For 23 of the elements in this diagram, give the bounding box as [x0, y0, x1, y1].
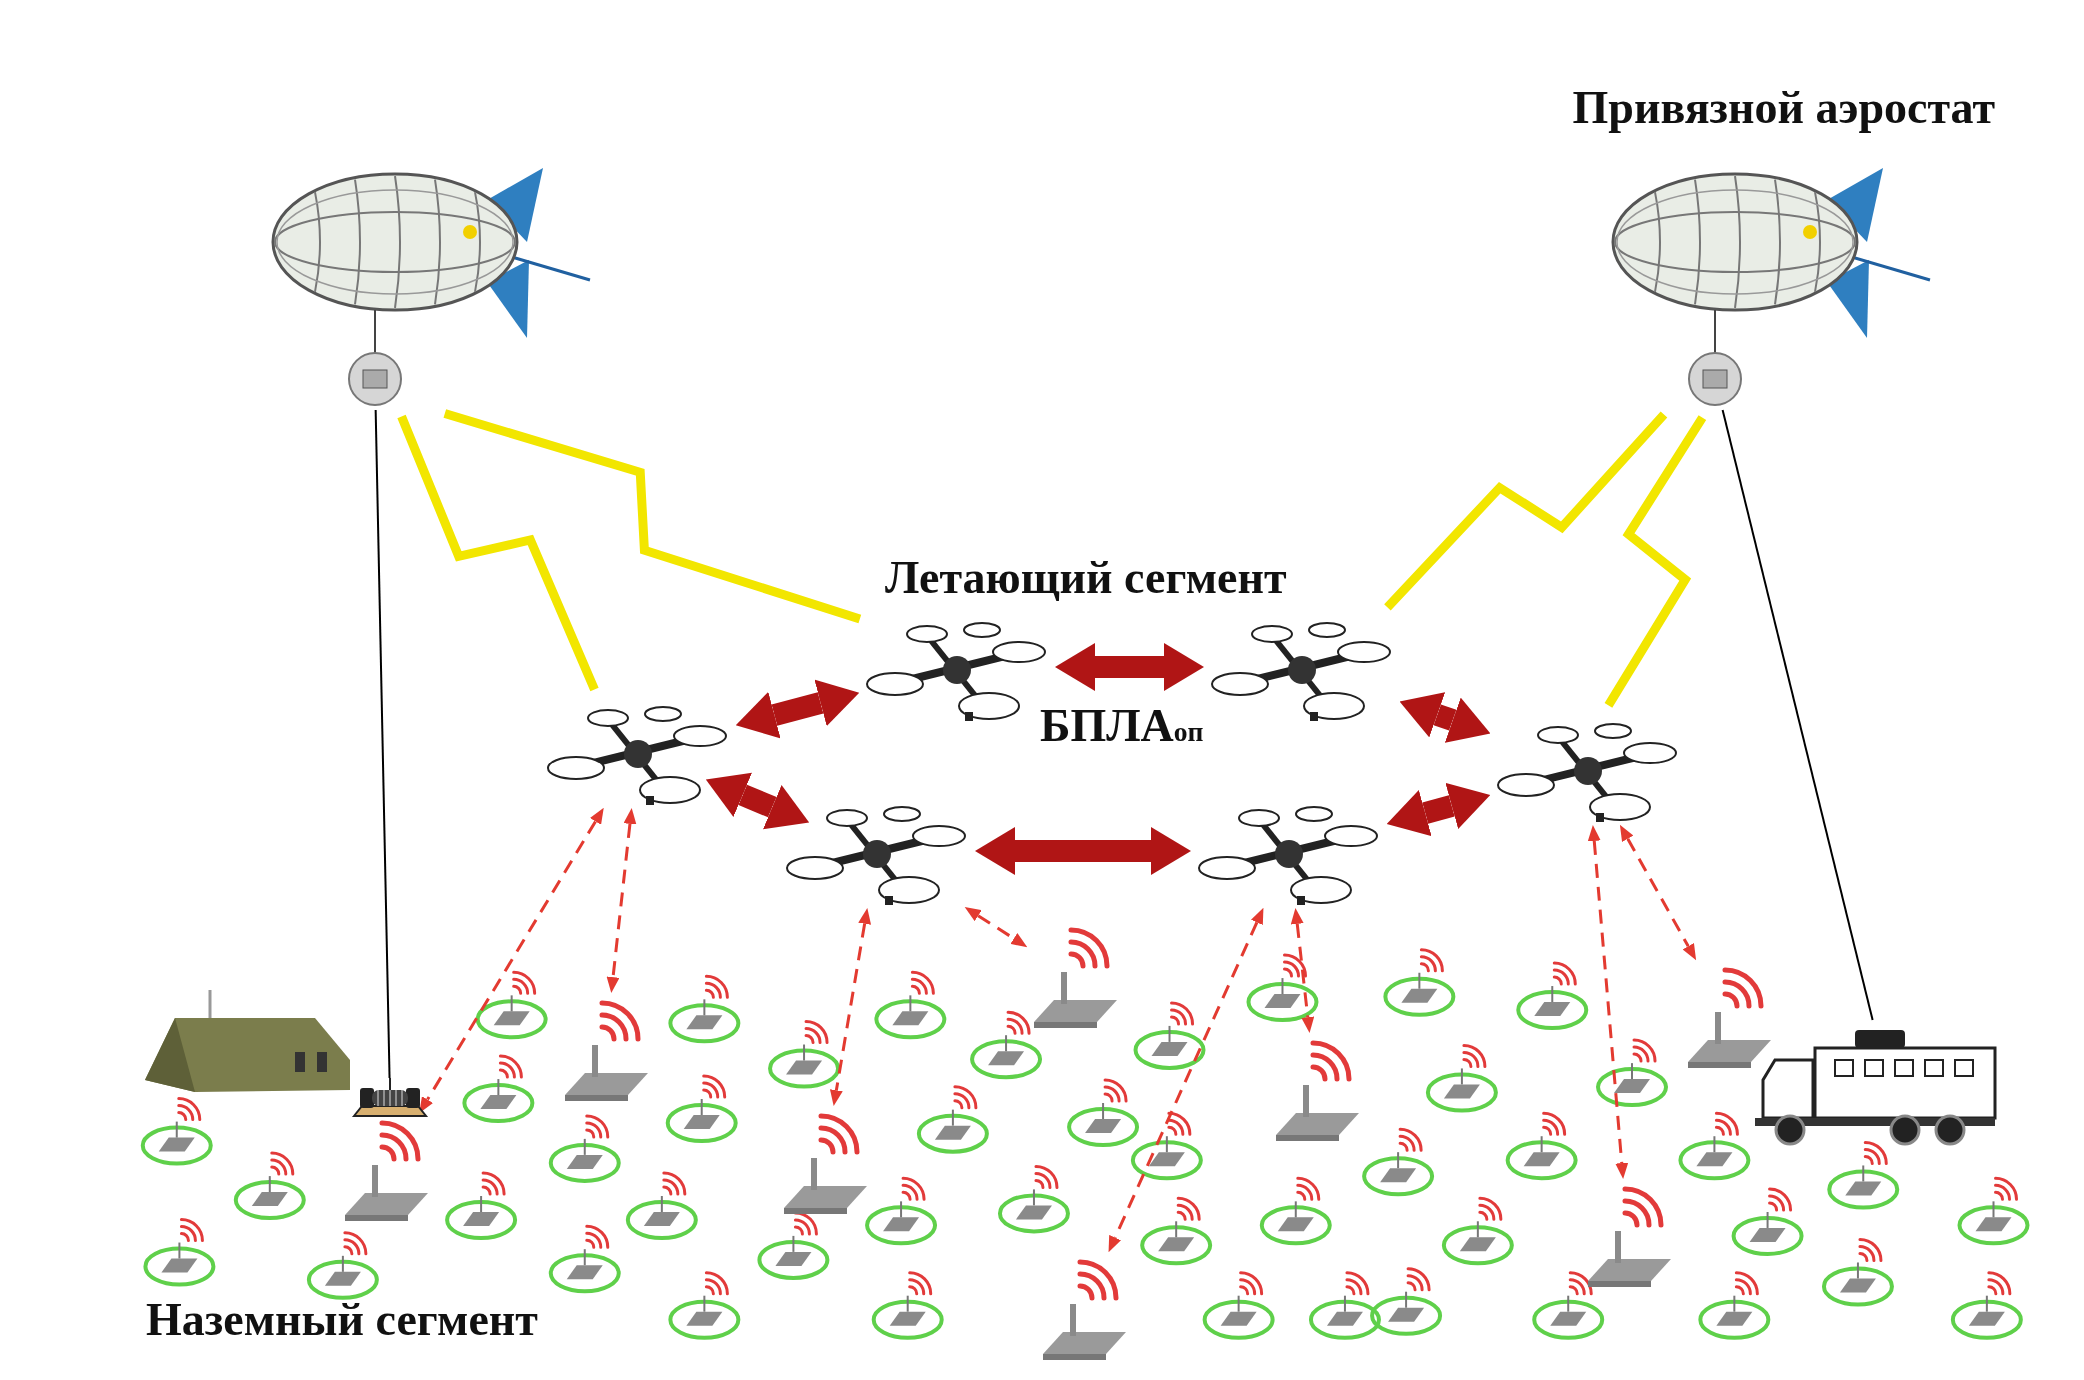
tether-line [374, 409, 391, 1079]
radio-link-zigzag [397, 414, 599, 692]
dashed-arrow [964, 907, 1028, 948]
radio-link-zigzag [1604, 415, 1707, 708]
double-arrow [705, 772, 810, 830]
dashed-arrow [1108, 907, 1264, 1253]
segment-label: Наземный сегмент [146, 1294, 538, 1347]
segment-label: Летающий сегмент [885, 552, 1287, 605]
double-arrow [735, 679, 860, 739]
radio-link-zigzag [1384, 411, 1668, 611]
dashed-arrow [606, 808, 637, 993]
tether-line [1721, 409, 1874, 1021]
double-arrow [1055, 643, 1204, 691]
winch-drawing [352, 1078, 428, 1120]
radio-link-zigzag [443, 409, 862, 624]
dashed-arrow [1290, 908, 1315, 1033]
dashed-arrow [829, 907, 872, 1107]
dashed-arrow [1587, 825, 1629, 1179]
double-arrow [1386, 782, 1491, 837]
double-arrow [975, 827, 1191, 875]
double-arrow [1399, 692, 1491, 743]
dashed-arrow [1619, 824, 1697, 961]
heading: Привязной аэростат [1572, 82, 1995, 135]
